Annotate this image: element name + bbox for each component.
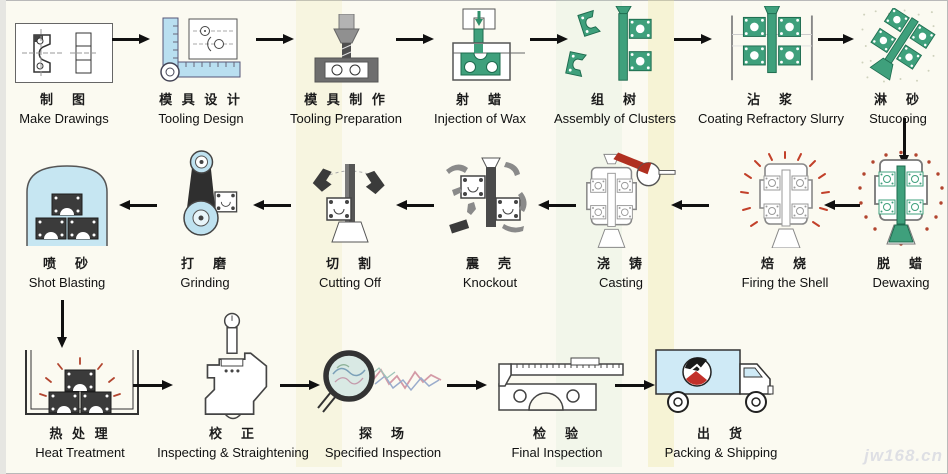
step-label-zh: 探 场 <box>358 426 407 441</box>
step-label-en: Shot Blasting <box>28 275 106 290</box>
step-label-en: Knockout <box>462 275 518 290</box>
step-label-zh: 检 验 <box>532 426 581 441</box>
arrow-right-icon <box>447 380 487 390</box>
arrow-down-icon <box>57 300 67 348</box>
step-slurry-coating: 沾 浆 Coating Refractory Slurry <box>688 6 854 126</box>
step-label-zh: 焙 烧 <box>760 256 809 271</box>
step-final-inspection: 检 验 Final Inspection <box>482 336 632 460</box>
arrow-right-icon <box>280 380 320 390</box>
belt-grinder-icon <box>183 150 238 236</box>
step-make-drawings: 制 图 Make Drawings <box>8 6 120 126</box>
step-label-zh: 切 割 <box>325 256 374 271</box>
step-label-zh: 打 磨 <box>180 256 229 271</box>
arrow-left-icon <box>396 200 434 210</box>
step-tooling-design: 模 具 设 计 Tooling Design <box>138 6 264 126</box>
furnace-icon <box>25 350 139 415</box>
step-knockout: 震 壳 Knockout <box>435 148 545 290</box>
arrow-right-icon <box>674 34 712 44</box>
arrow-left-icon <box>824 200 860 210</box>
step-inspecting-straightening: 校 正 Inspecting & Straightening <box>142 312 324 460</box>
fired-shell-icon <box>740 151 830 248</box>
step-stucooing: 淋 砂 Stucooing <box>848 6 948 126</box>
step-label-zh: 出 货 <box>696 426 745 441</box>
step-packing-shipping: 出 货 Packing & Shipping <box>640 336 802 460</box>
step-cluster-assembly: 组 树 Assembly of Clusters <box>546 6 684 126</box>
step-label-zh: 淋 砂 <box>873 92 922 107</box>
step-dewaxing: 脱 蜡 Dewaxing <box>855 148 947 290</box>
cluster-tree-icon <box>565 6 652 81</box>
step-label-zh: 浇 铸 <box>596 256 645 271</box>
watermark: jw168.cn <box>864 446 943 465</box>
step-label-zh: 热 处 理 <box>49 426 111 441</box>
step-label-zh: 沾 浆 <box>746 92 795 107</box>
step-label-zh: 射 蜡 <box>455 92 504 107</box>
step-label-en: Injection of Wax <box>433 111 526 126</box>
slurry-tank-icon <box>731 6 813 81</box>
tooling-preparation-icon <box>314 14 379 83</box>
make-drawings-icon <box>15 23 113 83</box>
step-label-zh: 校 正 <box>208 426 257 441</box>
left-edge-shade <box>0 0 6 474</box>
arrow-right-icon <box>112 34 150 44</box>
step-shot-blasting: 喷 砂 Shot Blasting <box>12 148 122 290</box>
arrow-right-icon <box>133 380 173 390</box>
step-label-en: Packing & Shipping <box>664 445 778 460</box>
step-firing-shell: 焙 烧 Firing the Shell <box>723 148 847 290</box>
step-grinding: 打 磨 Grinding <box>150 148 260 290</box>
press-gauge-icon <box>204 312 268 420</box>
step-tooling-preparation: 模 具 制 作 Tooling Preparation <box>282 6 410 126</box>
step-label-zh: 震 壳 <box>465 256 514 271</box>
step-label-en: Inspecting & Straightening <box>157 445 309 460</box>
arrow-right-icon <box>818 34 854 44</box>
arrow-right-icon <box>615 380 655 390</box>
magnifier-trace-icon <box>317 350 442 413</box>
arrow-right-icon <box>396 34 434 44</box>
step-label-en: Stucooing <box>869 111 927 126</box>
step-label-en: Specified Inspection <box>324 445 442 460</box>
step-label-en: Tooling Design <box>158 111 244 126</box>
step-label-en: Dewaxing <box>872 275 930 290</box>
shell-breakout-icon <box>446 157 527 234</box>
step-label-zh: 喷 砂 <box>42 256 91 271</box>
step-specified-inspection: 探 场 Specified Inspection <box>308 336 458 460</box>
step-label-en: Heat Treatment <box>35 445 125 460</box>
dewax-shell-icon <box>858 150 944 246</box>
arrow-left-icon <box>538 200 576 210</box>
cutters-icon <box>312 164 385 243</box>
step-label-en: Firing the Shell <box>741 275 829 290</box>
step-label-en: Final Inspection <box>511 445 603 460</box>
step-label-zh: 模 具 制 作 <box>304 92 388 107</box>
step-cutting-off: 切 割 Cutting Off <box>295 148 405 290</box>
step-label-zh: 模 具 设 计 <box>159 92 243 107</box>
step-label-en: Casting <box>598 275 644 290</box>
step-label-en: Tooling Preparation <box>289 111 403 126</box>
pouring-ladle-icon <box>586 152 676 248</box>
arrow-right-icon <box>256 34 294 44</box>
step-label-zh: 制 图 <box>39 92 88 107</box>
arrow-left-icon <box>671 200 709 210</box>
sand-stucco-icon <box>861 8 936 83</box>
blast-chamber-icon <box>26 165 108 246</box>
step-label-en: Cutting Off <box>319 275 381 290</box>
step-label-en: Grinding <box>180 275 230 290</box>
arrow-right-icon <box>530 34 568 44</box>
wax-injection-icon <box>452 8 525 81</box>
step-label-zh: 组 树 <box>590 92 639 107</box>
tooling-design-icon <box>160 17 241 82</box>
arrow-left-icon <box>253 200 291 210</box>
step-casting: 浇 铸 Casting <box>565 148 677 290</box>
step-label-zh: 脱 蜡 <box>876 256 925 271</box>
step-label-en: Coating Refractory Slurry <box>698 111 844 126</box>
step-wax-injection: 射 蜡 Injection of Wax <box>418 6 542 126</box>
arrow-left-icon <box>119 200 157 210</box>
truck-icon <box>655 349 774 413</box>
step-label-en: Make Drawings <box>19 111 109 126</box>
step-heat-treatment: 热 处 理 Heat Treatment <box>15 336 145 460</box>
step-label-en: Assembly of Clusters <box>553 111 677 126</box>
caliper-icon <box>498 357 624 411</box>
